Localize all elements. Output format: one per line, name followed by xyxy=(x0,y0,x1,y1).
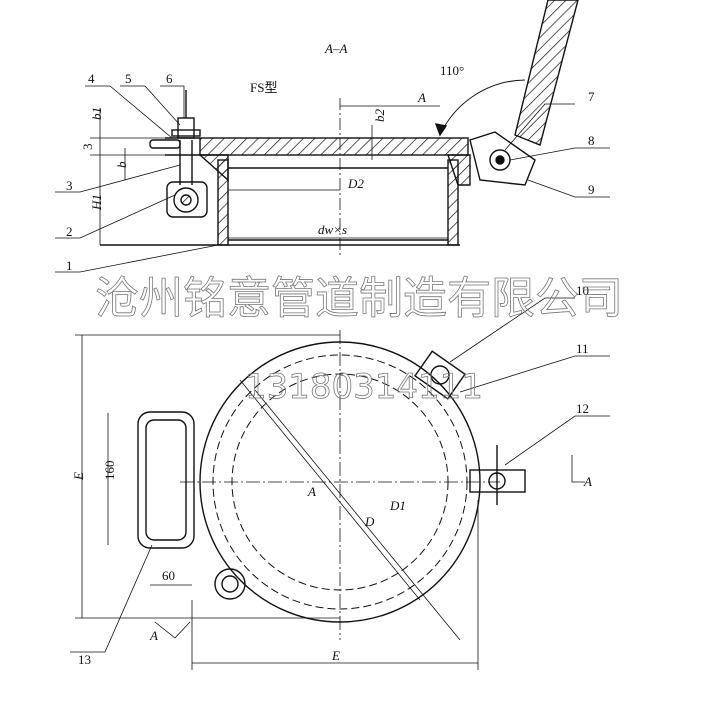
watermark-phone: 13180314111 xyxy=(245,367,483,407)
part-11: 11 xyxy=(576,341,589,356)
dim-D: D xyxy=(364,514,375,529)
part-9: 9 xyxy=(588,182,595,197)
watermark: 沧州铭意管道制造有限公司 13180314111 xyxy=(95,273,624,408)
part-3: 3 xyxy=(66,178,73,193)
section-mark-center: A xyxy=(307,484,316,499)
part-1: 1 xyxy=(66,258,73,273)
dim-D2: D2 xyxy=(347,176,364,191)
part-13: 13 xyxy=(78,652,91,667)
open-cover xyxy=(514,0,579,146)
part-6: 6 xyxy=(166,71,173,86)
cover-plate xyxy=(199,137,469,156)
dim-A: A xyxy=(417,90,426,105)
dim-b2: b2 xyxy=(372,109,387,123)
model-label: FS型 xyxy=(250,80,277,95)
section-title: A–A xyxy=(324,41,347,56)
dim-dw-s: dw×s xyxy=(318,222,347,237)
part-12: 12 xyxy=(576,401,589,416)
section-mark-bottom: A xyxy=(149,628,158,643)
dim-D1: D1 xyxy=(389,498,406,513)
dim-b1: b1 xyxy=(89,107,104,120)
labels: A–A FS型 110° A b1 b2 b H1 D2 dw×s D1 D E… xyxy=(66,41,595,667)
plan-view xyxy=(70,297,610,670)
part-5: 5 xyxy=(125,71,132,86)
part-8: 8 xyxy=(588,133,595,148)
dim-b: b xyxy=(114,161,129,168)
part-3-dim: 3 xyxy=(80,144,95,151)
section-mark-right: A xyxy=(583,474,592,489)
dim-E-vertical: E xyxy=(71,472,86,481)
dim-H1: H1 xyxy=(89,194,104,211)
part-10: 10 xyxy=(576,283,589,298)
part-7: 7 xyxy=(588,89,595,104)
dim-E-horizontal: E xyxy=(331,648,340,663)
handle xyxy=(137,411,195,549)
dim-160: 160 xyxy=(102,461,117,481)
part-2: 2 xyxy=(66,224,73,239)
section-view xyxy=(55,0,610,273)
part-4: 4 xyxy=(88,71,95,86)
angle-label: 110° xyxy=(440,63,464,78)
dim-60: 60 xyxy=(162,568,175,583)
watermark-company: 沧州铭意管道制造有限公司 xyxy=(95,273,623,324)
